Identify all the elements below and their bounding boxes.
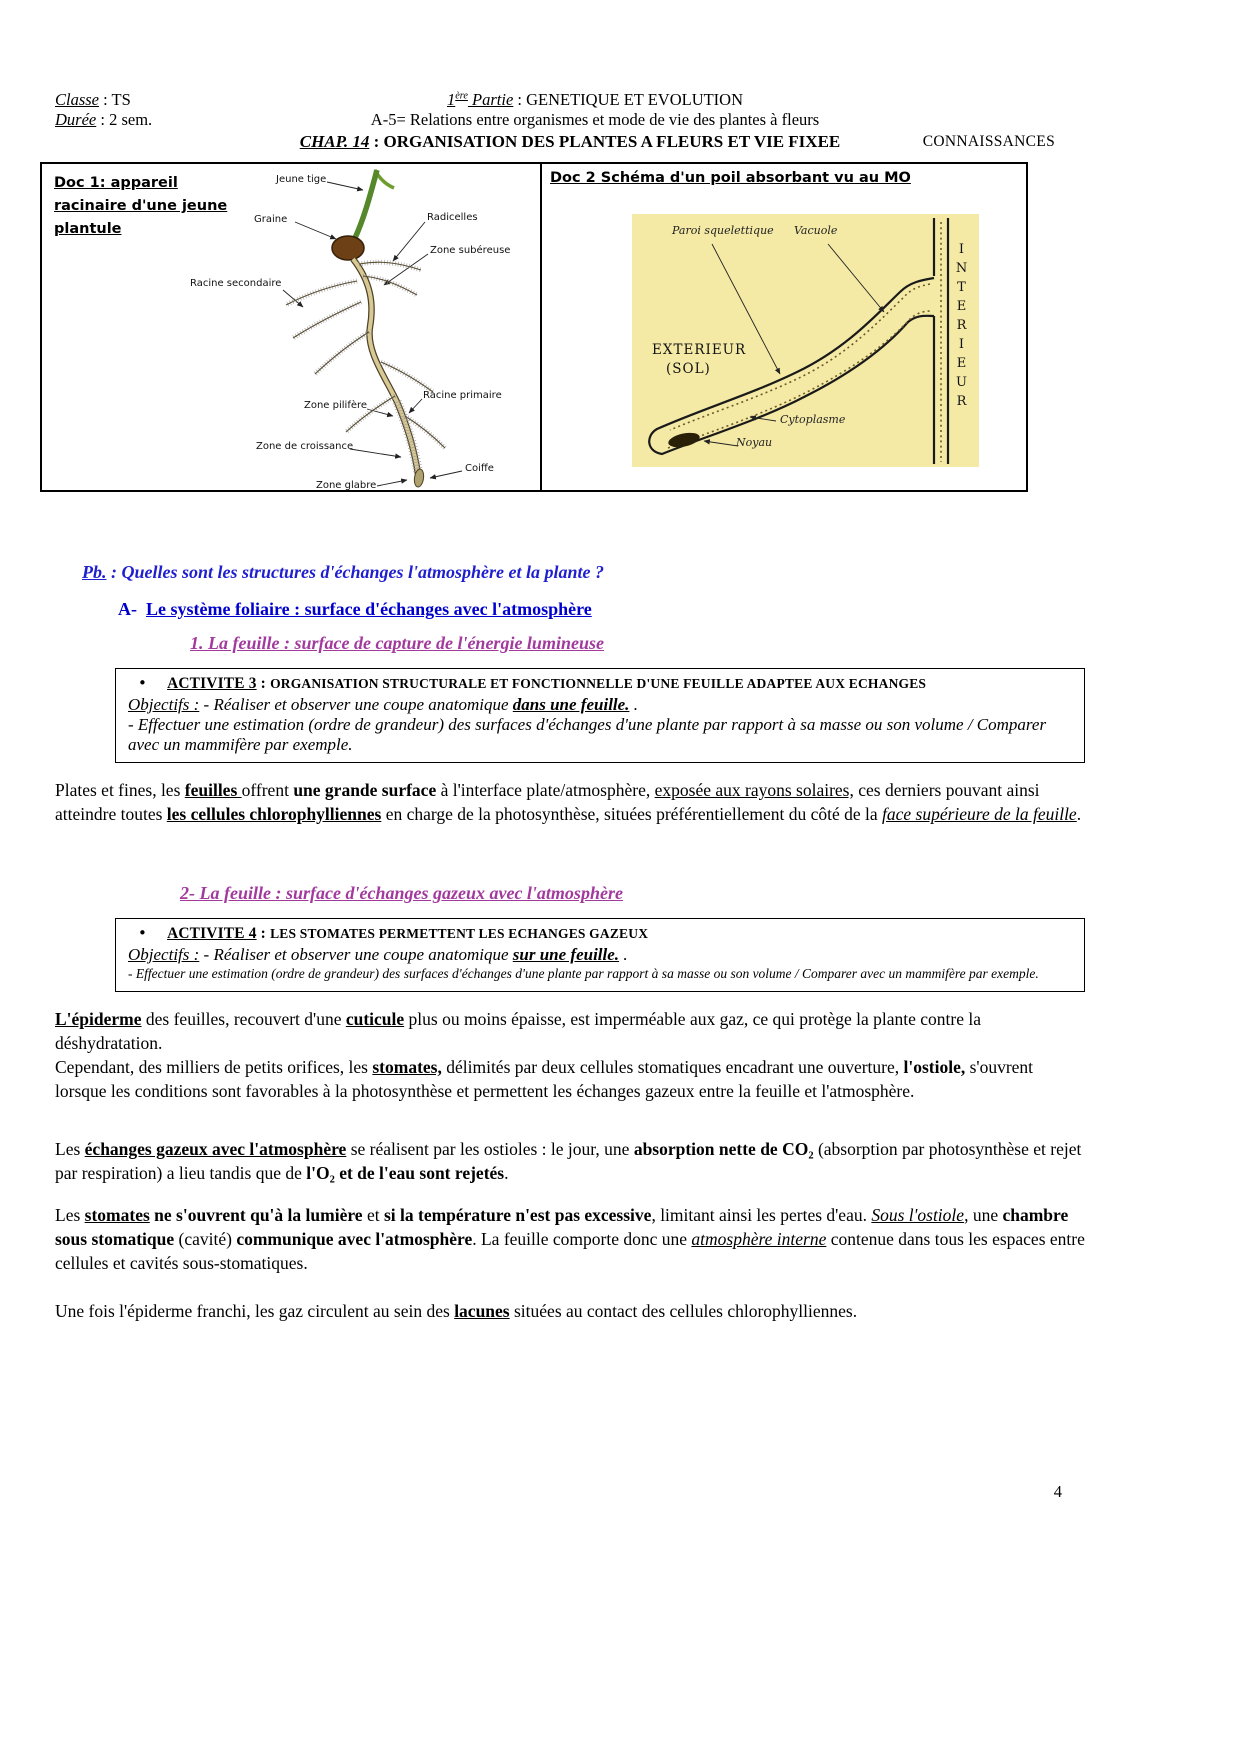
seed bbox=[331, 235, 365, 261]
doc2-label-cytoplasme: Cytoplasme bbox=[780, 412, 846, 426]
doc1-label-zone-de-croissance: Zone de croissance bbox=[256, 440, 354, 452]
activity-3-box: • ACTIVITE 3 : ORGANISATION STRUCTURALE … bbox=[115, 667, 1085, 763]
doc1-label-zone-pilifere: Zone pilifère bbox=[304, 399, 368, 411]
doc1-label-racine-secondaire: Racine secondaire bbox=[190, 277, 282, 289]
seedling-diagram bbox=[282, 169, 463, 488]
activity-3-detail: - Effectuer une estimation (ordre de gra… bbox=[128, 714, 1047, 754]
wall-dotted-lower bbox=[667, 310, 932, 449]
header-row-1: Classe : TS 1ère Partie : GENETIQUE ET E… bbox=[55, 90, 1085, 110]
root-hair-membrane bbox=[648, 276, 935, 456]
paragraph-epiderme-a: L'épiderme des feuilles, recouvert d'une… bbox=[55, 1008, 981, 1053]
header-row-3: CHAP. 14 : ORGANISATION DES PLANTES A FL… bbox=[55, 131, 1085, 152]
connaissances-label: CONNAISSANCES bbox=[922, 132, 1055, 150]
header-row1-spacer bbox=[905, 90, 1085, 110]
cell-wall-channel bbox=[932, 217, 950, 464]
paragraph-lacunes: Une fois l'épiderme franchi, les gaz cir… bbox=[55, 1300, 858, 1321]
doc1-label-jeune-tige: Jeune tige bbox=[276, 173, 327, 185]
problem-heading: Pb. : Quelles sont les structures d'écha… bbox=[82, 561, 605, 582]
document-header: Classe : TS 1ère Partie : GENETIQUE ET E… bbox=[55, 90, 1085, 152]
label-arrows bbox=[282, 181, 463, 487]
duree-field: Durée : 2 sem. bbox=[55, 110, 153, 130]
section-subtitle: A-5= Relations entre organismes et mode … bbox=[370, 110, 820, 130]
doc1-title: Doc 1: appareil racinaire d'une jeune pl… bbox=[54, 174, 228, 238]
activity-3-title-row: • ACTIVITE 3 : ORGANISATION STRUCTURALE … bbox=[128, 674, 1072, 693]
doc1-label-graine: Graine bbox=[254, 213, 288, 225]
doc1-cell: Doc 1: appareil racinaire d'une jeune pl… bbox=[42, 163, 542, 491]
partie-title: 1ère Partie : GENETIQUE ET EVOLUTION bbox=[446, 90, 744, 109]
page-number: 4 bbox=[1053, 1482, 1062, 1501]
activity-3-objectives: Objectifs : - Réaliser et observer une c… bbox=[128, 694, 638, 714]
doc1-label-radicelles: Radicelles bbox=[427, 211, 478, 223]
root-cap bbox=[413, 468, 425, 488]
label-arrows bbox=[703, 243, 885, 447]
paragraph-stomates-lumiere: Les stomates ne s'ouvrent qu'à la lumièr… bbox=[55, 1204, 1085, 1273]
doc1-label-coiffe: Coiffe bbox=[465, 462, 494, 474]
activity-4-detail: - Effectuer une estimation (ordre de gra… bbox=[128, 965, 1039, 981]
root-hair-zone bbox=[392, 399, 423, 473]
chapter-title: CHAP. 14 : ORGANISATION DES PLANTES A FL… bbox=[299, 131, 841, 151]
doc2-label-vacuole: Vacuole bbox=[794, 223, 838, 237]
activity-4-title-row: • ACTIVITE 4 : LES STOMATES PERMETTENT L… bbox=[128, 924, 1072, 943]
header-row2-spacer bbox=[905, 110, 1085, 130]
doc2-label-sol: (SOL) bbox=[666, 360, 711, 377]
primary-root bbox=[351, 257, 420, 475]
doc1-label-zone-glabre: Zone glabre bbox=[316, 479, 377, 491]
subsection-2-heading: 2- La feuille : surface d'échanges gazeu… bbox=[180, 882, 623, 903]
root-hair-diagram bbox=[648, 217, 950, 464]
paragraph-epiderme-b: Cependant, des milliers de petits orific… bbox=[55, 1056, 1034, 1101]
nucleus bbox=[668, 432, 700, 448]
seedling-plant bbox=[284, 169, 447, 488]
doc2-cell: Doc 2 Schéma d'un poil absorbant vu au M… bbox=[542, 164, 1026, 490]
paragraph-leaf-surface: Plates et fines, les feuilles offrent un… bbox=[55, 779, 1082, 824]
documents-box: Doc 1: appareil racinaire d'une jeune pl… bbox=[40, 161, 1028, 492]
doc2-label-exterieur: EXTERIEUR bbox=[652, 341, 747, 358]
doc2-label-noyau: Noyau bbox=[736, 435, 773, 449]
activity-4-title: ACTIVITE 4 : LES STOMATES PERMETTENT LES… bbox=[167, 924, 649, 942]
activity-4-box: • ACTIVITE 4 : LES STOMATES PERMETTENT L… bbox=[115, 917, 1085, 992]
activity-4-objectives: Objectifs : - Réaliser et observer une c… bbox=[128, 944, 628, 964]
doc1-label-racine-primaire: Racine primaire bbox=[423, 389, 502, 401]
doc2-title: Doc 2 Schéma d'un poil absorbant vu au M… bbox=[550, 169, 911, 186]
classe-field: Classe : TS bbox=[55, 90, 131, 109]
paragraph-epiderme: L'épiderme des feuilles, recouvert d'une… bbox=[55, 1008, 1085, 1104]
bullet-icon: • bbox=[138, 923, 148, 942]
wall-dotted-upper bbox=[669, 283, 931, 431]
doc2-label-interieur: INTERIEUR bbox=[954, 241, 969, 413]
paragraph-echanges-gazeux: Les échanges gazeux avec l'atmosphère se… bbox=[55, 1138, 1082, 1183]
secondary-roots bbox=[284, 259, 447, 450]
section-a-heading: A- Le système foliaire : surface d'échan… bbox=[118, 598, 592, 619]
young-stem bbox=[352, 169, 380, 240]
doc2-figure: Paroi squelettique Vacuole EXTERIEUR (SO… bbox=[632, 213, 979, 467]
bullet-icon: • bbox=[138, 673, 148, 692]
header-row-2: Durée : 2 sem. A-5= Relations entre orga… bbox=[55, 110, 1085, 130]
doc2-label-paroi: Paroi squelettique bbox=[672, 223, 774, 237]
doc1-label-zone-subereuse: Zone subéreuse bbox=[430, 244, 511, 256]
subsection-1-heading: 1. La feuille : surface de capture de l'… bbox=[190, 632, 604, 653]
activity-3-title: ACTIVITE 3 : ORGANISATION STRUCTURALE ET… bbox=[167, 674, 927, 692]
